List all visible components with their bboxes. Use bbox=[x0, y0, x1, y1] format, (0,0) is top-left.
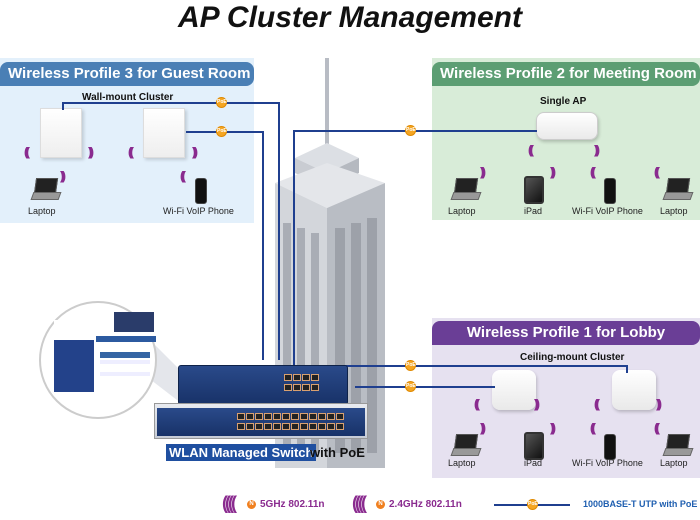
poe-cable bbox=[278, 102, 280, 360]
poe-cable bbox=[626, 365, 628, 373]
laptop-icon bbox=[452, 434, 478, 458]
n-badge-icon: N bbox=[247, 500, 256, 509]
meeting-room-panel: Wireless Profile 2 for Meeting Room Sing… bbox=[432, 58, 700, 220]
wifi-signal-icon: ((( bbox=[528, 143, 534, 157]
poe-badge-icon: PoE bbox=[216, 126, 227, 137]
voip-phone-icon bbox=[604, 434, 616, 460]
laptop-icon bbox=[664, 434, 690, 458]
ceiling-mount-ap-2 bbox=[612, 370, 656, 410]
n-badge-icon: N bbox=[376, 500, 385, 509]
lobby-panel: Wireless Profile 1 for Lobby Ceiling-mou… bbox=[432, 318, 700, 478]
wifi-signal-icon: ((( bbox=[654, 165, 660, 179]
device-label: Laptop bbox=[448, 206, 476, 216]
wall-mount-ap-2 bbox=[143, 108, 185, 158]
poe-badge-icon: PoE bbox=[216, 97, 227, 108]
switch-caption-rest: with PoE bbox=[310, 445, 365, 460]
voip-phone-icon bbox=[195, 178, 207, 204]
device-label: Laptop bbox=[448, 458, 476, 468]
legend-2-4ghz: 2.4GHz 802.11n bbox=[389, 499, 462, 510]
wifi-signal-icon: ((( bbox=[590, 165, 596, 179]
single-ap-label: Single AP bbox=[540, 96, 587, 107]
poe-cable bbox=[340, 365, 628, 367]
single-ap-device bbox=[536, 112, 598, 140]
wall-mount-cluster-label: Wall-mount Cluster bbox=[82, 92, 174, 103]
wifi-signal-icon: ))) bbox=[88, 145, 94, 159]
wifi-signal-icon: ))) bbox=[480, 165, 486, 179]
wifi-signal-icon: ))) bbox=[60, 169, 66, 183]
wifi-signal-icon: ((( bbox=[24, 145, 30, 159]
legend-5ghz: 5GHz 802.11n bbox=[260, 499, 325, 510]
wifi-signal-icon: ))) bbox=[480, 421, 486, 435]
laptop-icon bbox=[452, 178, 478, 202]
guest-room-header: Wireless Profile 3 for Guest Room bbox=[0, 62, 254, 86]
wifi-signal-icon: ((( bbox=[594, 397, 600, 411]
device-label: Laptop bbox=[660, 206, 688, 216]
device-label: Wi-Fi VoIP Phone bbox=[163, 206, 234, 216]
device-label: Laptop bbox=[660, 458, 688, 468]
poe-badge-icon: PoE bbox=[405, 360, 416, 371]
device-label: Wi-Fi VoIP Phone bbox=[572, 206, 643, 216]
poe-cable bbox=[262, 131, 264, 360]
lobby-header: Wireless Profile 1 for Lobby bbox=[432, 321, 700, 345]
magnifier-zoom-illustration bbox=[39, 301, 205, 419]
ethernet-ports bbox=[284, 384, 319, 391]
wifi-signal-icon: ))) bbox=[534, 397, 540, 411]
voip-phone-icon bbox=[604, 178, 616, 204]
wifi-signal-icon: ))) bbox=[550, 421, 556, 435]
poe-badge-icon: PoE bbox=[405, 125, 416, 136]
ipad-icon bbox=[524, 176, 544, 204]
wifi-signal-icon: ((( bbox=[180, 169, 186, 183]
ipad-icon bbox=[524, 432, 544, 460]
wifi-signal-icon: ((( bbox=[590, 421, 596, 435]
wifi-signal-icon: ((( bbox=[474, 397, 480, 411]
laptop-icon bbox=[32, 178, 58, 202]
ethernet-ports bbox=[237, 423, 344, 430]
wifi-signal-icon: ((( bbox=[654, 421, 660, 435]
ethernet-ports bbox=[284, 374, 319, 381]
poe-cable bbox=[62, 102, 64, 110]
ceiling-mount-ap-1 bbox=[492, 370, 536, 410]
guest-room-panel: Wireless Profile 3 for Guest Room Wall-m… bbox=[0, 58, 254, 223]
legend-utp-poe: 1000BASE-T UTP with PoE bbox=[583, 499, 698, 509]
wifi-5ghz-icon: (((( bbox=[222, 493, 237, 513]
wifi-signal-icon: ))) bbox=[594, 143, 600, 157]
poe-switch-top bbox=[178, 365, 348, 405]
wifi-signal-icon: ))) bbox=[192, 145, 198, 159]
poe-cable bbox=[355, 386, 495, 388]
poe-cable bbox=[62, 102, 280, 104]
device-label: Laptop bbox=[28, 206, 56, 216]
wifi-2-4ghz-icon: (((( bbox=[352, 493, 367, 513]
switch-caption-highlight: WLAN Managed Switch bbox=[166, 444, 317, 461]
wall-mount-ap-1 bbox=[40, 108, 82, 158]
poe-switch-bottom bbox=[154, 403, 368, 439]
ethernet-ports bbox=[237, 413, 344, 420]
device-label: Wi-Fi VoIP Phone bbox=[572, 458, 643, 468]
device-label: iPad bbox=[524, 206, 543, 216]
device-label: iPad bbox=[524, 458, 543, 468]
laptop-icon bbox=[664, 178, 690, 202]
poe-badge-icon: PoE bbox=[405, 381, 416, 392]
poe-cable bbox=[293, 130, 295, 366]
ceiling-mount-cluster-label: Ceiling-mount Cluster bbox=[520, 352, 625, 363]
page-title: AP Cluster Management bbox=[178, 1, 522, 34]
wifi-signal-icon: ))) bbox=[550, 165, 556, 179]
poe-badge-icon: PoE bbox=[527, 499, 538, 510]
meeting-room-header: Wireless Profile 2 for Meeting Room bbox=[432, 62, 700, 86]
wifi-signal-icon: ))) bbox=[656, 397, 662, 411]
wifi-signal-icon: ((( bbox=[128, 145, 134, 159]
